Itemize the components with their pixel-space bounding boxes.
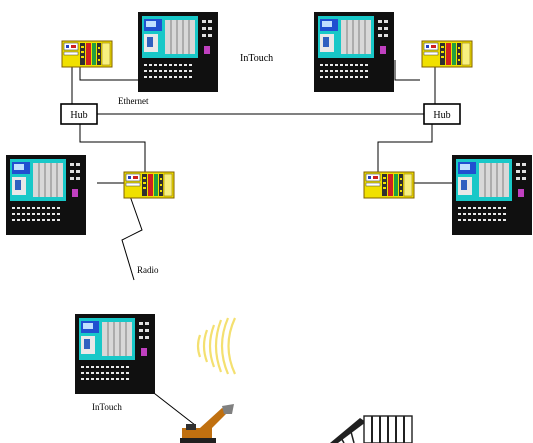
radio-label: Radio [137,265,159,275]
link-hub-right-plc [377,124,433,172]
link-hmi-topright-hub [394,60,420,81]
radio-zigzag [121,195,143,281]
conveyor-icon [330,415,413,443]
plc-rack-icon [363,171,415,199]
plc-rack-icon [421,40,473,68]
radio-waves-icon [196,317,236,375]
excavator-icon [180,404,234,443]
hub-right-label: Hub [433,110,450,121]
hmi-terminal-icon [451,154,533,236]
intouch-bottom-label: InTouch [92,402,122,412]
hub-left: Hub [60,103,98,125]
intouch-top-label: InTouch [240,53,273,64]
hmi-terminal-icon [74,313,156,395]
plc-rack-icon [61,40,113,68]
plc-rack-icon [123,171,175,199]
link-plc-topleft-hub [79,67,138,81]
ethernet-label: Ethernet [118,96,149,106]
hmi-terminal-icon [137,11,219,93]
link-hub-left-plc [79,124,146,172]
hmi-terminal-icon [313,11,395,93]
hub-right: Hub [423,103,461,125]
link-hmi-bottom-machine [149,389,196,426]
network-links [71,60,452,426]
hub-left-label: Hub [70,110,87,121]
hmi-terminal-icon [5,154,87,236]
